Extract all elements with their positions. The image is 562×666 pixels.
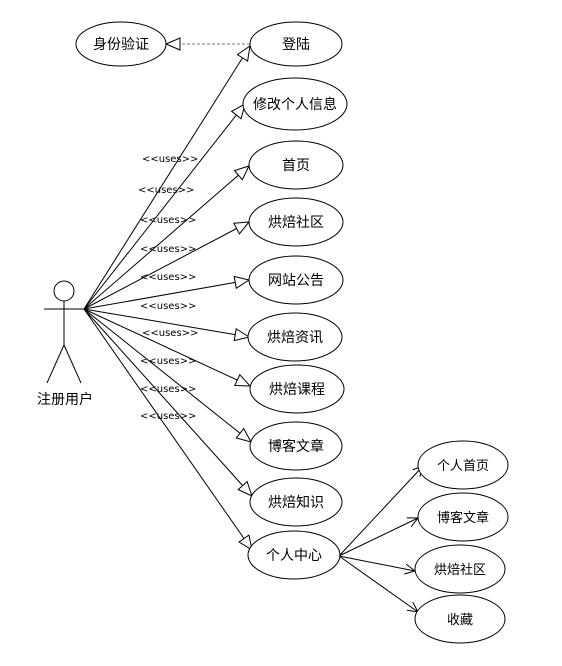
use-case-knowledge-label: 烘焙知识 (268, 494, 324, 511)
sub-links (338, 466, 423, 612)
link-course (83, 308, 250, 386)
stereotype-label: <<uses>> (138, 185, 194, 196)
use-case-announcement-label: 网站公告 (268, 273, 324, 289)
link-announcement (83, 280, 249, 310)
use-case-announcement[interactable]: 网站公告 (248, 255, 344, 305)
stereotype-label: <<uses>> (140, 272, 196, 283)
stereotype-label: <<uses>> (140, 244, 196, 255)
use-case-personal-center-label: 个人中心 (266, 548, 322, 564)
actor-label: 注册用户 (37, 391, 93, 408)
use-case-pc-blog[interactable]: 博客文章 (417, 492, 509, 542)
link-personal-center (83, 308, 252, 550)
actor-right-leg (63, 344, 82, 384)
use-case-blog-label: 博客文章 (268, 438, 324, 455)
link-login (83, 46, 250, 310)
use-case-pc-favorites-label: 收藏 (447, 613, 473, 628)
use-case-pc-blog-label: 博客文章 (437, 510, 489, 526)
use-case-home[interactable]: 首页 (248, 140, 344, 190)
use-case-personal-center[interactable]: 个人中心 (247, 530, 341, 580)
use-case-login-label: 登陆 (282, 37, 310, 53)
use-case-community[interactable]: 烘焙社区 (248, 197, 344, 247)
stereotype-label: <<uses>> (140, 384, 196, 395)
sub-link-pc-blog (338, 518, 418, 557)
use-case-edit-profile-label: 修改个人信息 (253, 96, 337, 113)
stereotype-label: <<uses>> (140, 215, 196, 226)
link-knowledge (83, 308, 252, 496)
use-case-identity[interactable]: 身份验证 (75, 21, 167, 67)
actor-head (53, 280, 75, 302)
actor-left-leg (46, 344, 65, 384)
use-case-news-label: 烘焙资讯 (267, 330, 323, 346)
sub-link-pc-favorites (338, 555, 418, 612)
use-case-course[interactable]: 烘焙课程 (249, 364, 345, 414)
actor-registered-user[interactable] (44, 280, 84, 384)
use-case-pc-community[interactable]: 烘焙社区 (414, 544, 506, 594)
use-case-login[interactable]: 登陆 (249, 21, 343, 67)
link-home (83, 166, 249, 310)
use-case-pc-favorites[interactable]: 收藏 (414, 594, 506, 644)
stereotype-label: <<uses>> (142, 328, 198, 339)
sub-link-pc-home (338, 466, 423, 557)
link-blog (83, 308, 251, 442)
stereotype-label: <<uses>> (140, 356, 196, 367)
use-case-home-label: 首页 (282, 158, 310, 174)
link-community (83, 222, 249, 310)
link-edit-profile (83, 104, 245, 310)
stereotype-labels: <<uses>> <<uses>> <<uses>> <<uses>> <<us… (138, 154, 198, 422)
use-case-knowledge[interactable]: 烘焙知识 (249, 477, 343, 527)
use-case-edit-profile[interactable]: 修改个人信息 (242, 77, 348, 131)
stereotype-label: <<uses>> (140, 301, 196, 312)
use-case-pc-home-label: 个人首页 (437, 459, 489, 474)
sub-link-pc-community (338, 555, 415, 571)
use-case-identity-label: 身份验证 (93, 37, 149, 53)
uses-links (83, 46, 252, 550)
use-case-news[interactable]: 烘焙资讯 (247, 312, 343, 362)
use-case-pc-home[interactable]: 个人首页 (417, 440, 509, 490)
stereotype-label: <<uses>> (142, 154, 198, 165)
use-case-blog[interactable]: 博客文章 (249, 421, 343, 471)
link-news (83, 308, 249, 337)
use-case-course-label: 烘焙课程 (269, 382, 325, 398)
stereotype-label: <<uses>> (140, 411, 196, 422)
use-case-community-label: 烘焙社区 (268, 215, 324, 231)
use-case-pc-community-label: 烘焙社区 (434, 562, 486, 578)
